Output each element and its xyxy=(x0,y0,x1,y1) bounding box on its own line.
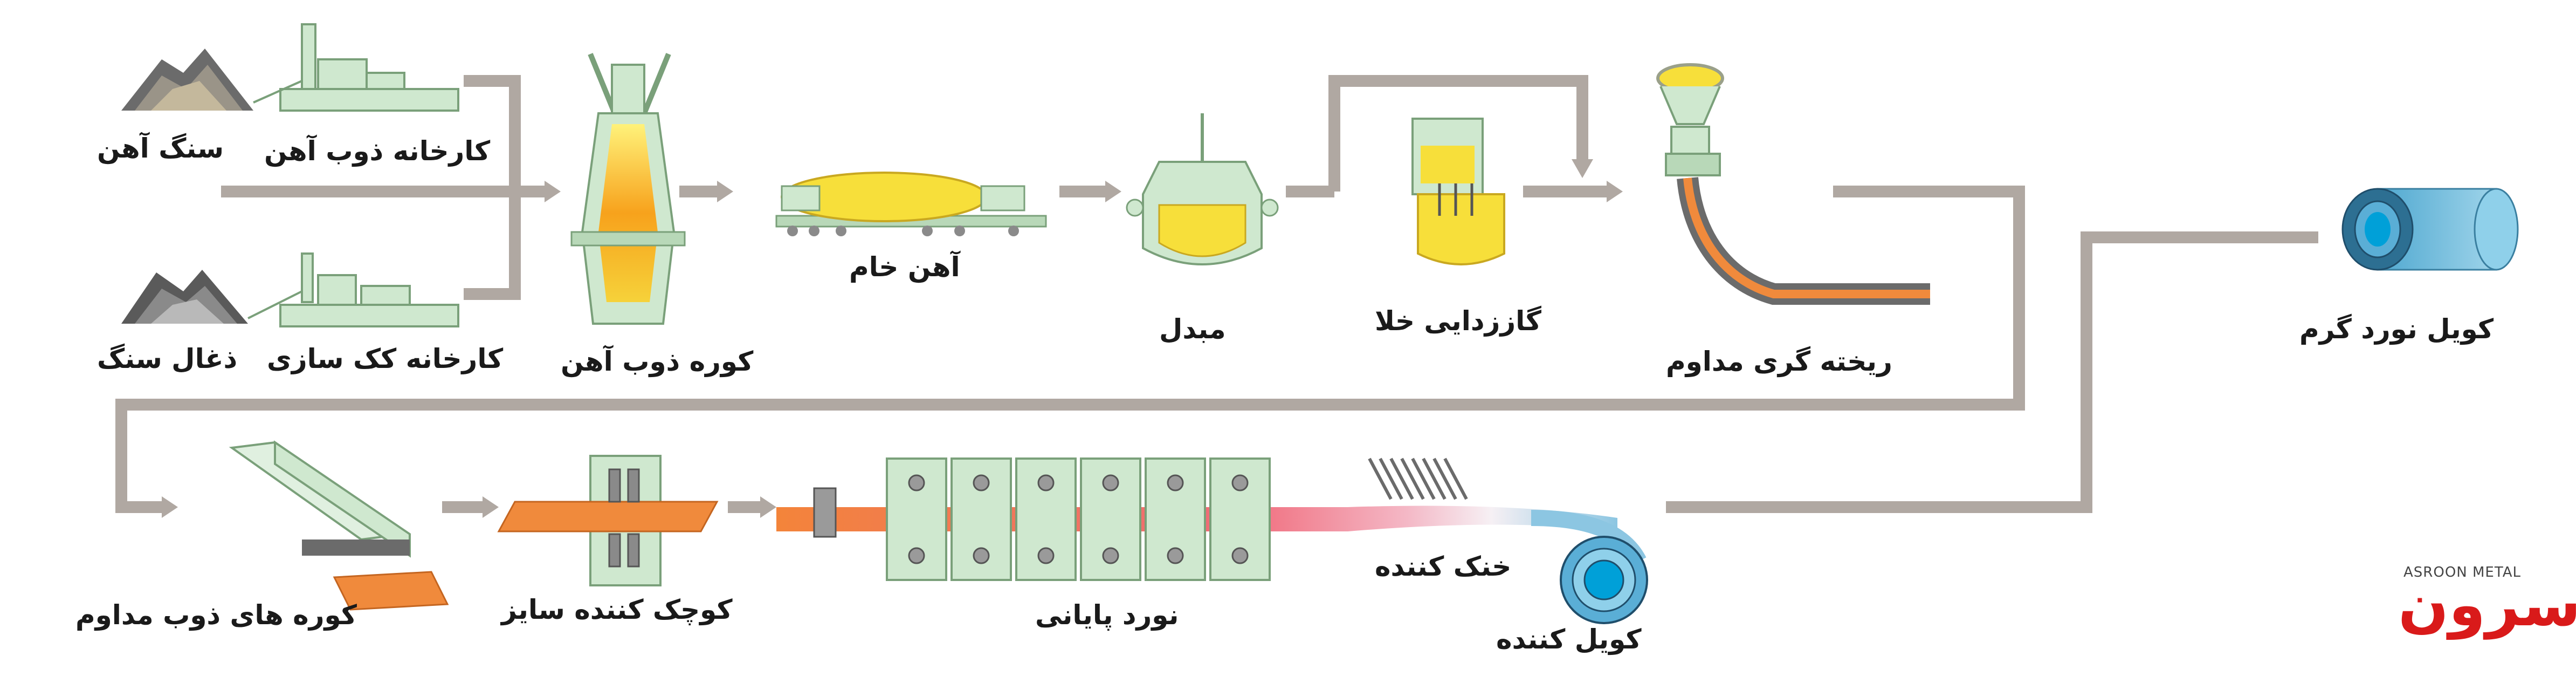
asroon-logo: ASROON METAL آسرون xyxy=(2393,532,2576,651)
label-finishing-rolling: نورد پایانی xyxy=(1035,599,1179,631)
label-pig-iron: آهن خام xyxy=(849,251,960,283)
coal-pile xyxy=(121,270,248,324)
flow-lines xyxy=(115,75,2318,513)
flow-line-raw-feed xyxy=(221,75,550,300)
label-coiler: کویل کننده xyxy=(1496,624,1642,655)
reheating-furnace xyxy=(229,440,449,611)
pig-iron-torpedo-car xyxy=(775,172,1047,236)
label-blast-furnace: کوره ذوب آهن xyxy=(561,346,754,377)
label-reheating-furnaces: کوره های ذوب مداوم xyxy=(75,599,357,631)
label-converter: مبدل xyxy=(1159,313,1226,345)
finishing-mill xyxy=(776,457,1617,581)
converter-vessel xyxy=(1126,113,1279,265)
sizing-press xyxy=(497,455,719,586)
blast-furnace xyxy=(570,53,686,325)
label-sinter-plant: کارخانه ذوب آهن xyxy=(264,135,491,167)
flow-line-converter-loop xyxy=(1286,75,1588,197)
iron-ore-pile xyxy=(121,49,253,111)
coke-plant-building xyxy=(247,252,459,327)
logo-brand: آسرون xyxy=(2398,570,2576,639)
flow-line-to-hot-coil xyxy=(1666,231,2318,513)
logo-tagline: ASROON METAL xyxy=(2403,564,2521,580)
hot-rolled-coil xyxy=(2341,188,2519,271)
label-sizing-press: کوچک کننده سایز xyxy=(501,594,733,625)
label-hot-rolled-coil: کویل نورد گرم xyxy=(2299,313,2494,345)
label-coke-plant: کارخانه کک سازی xyxy=(267,343,504,374)
continuous-caster xyxy=(1656,63,1930,305)
flow-line-caster-to-row2 xyxy=(115,186,2025,513)
vacuum-degasser xyxy=(1411,118,1505,265)
label-cooling: خنک کننده xyxy=(1375,551,1512,582)
label-iron-ore: سنگ آهن xyxy=(97,133,224,164)
cooling-sprays xyxy=(1368,457,1468,500)
sinter-plant-building xyxy=(253,23,459,112)
label-vacuum-degassing: گاززدایی خلا xyxy=(1375,305,1541,337)
label-coal: ذغال سنگ xyxy=(97,343,238,374)
coiler xyxy=(1531,510,1648,624)
flow-arrowheads xyxy=(162,159,1623,518)
label-continuous-casting: ریخته گری مداوم xyxy=(1666,346,1892,377)
